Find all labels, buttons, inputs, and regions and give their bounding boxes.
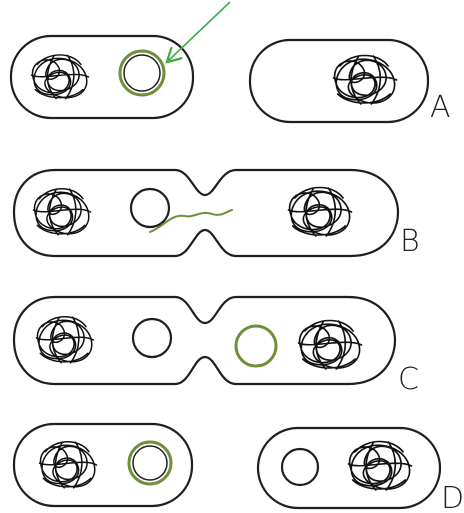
plasmid-inner-ring <box>132 445 168 481</box>
stage-c: C <box>12 295 419 397</box>
plasmid-highlighted <box>118 49 166 97</box>
donor-chromosome <box>30 54 90 100</box>
transferring-strand <box>149 209 233 233</box>
plasmid-inner-ring <box>123 54 161 92</box>
recipient-cell <box>248 38 430 124</box>
plasmid-transferred <box>234 324 278 368</box>
plasmid <box>280 447 320 487</box>
recipient-cell <box>256 426 442 510</box>
plasmid-highlighted <box>127 440 173 486</box>
recipient-chromosome <box>297 319 363 370</box>
stage-label-a: A <box>430 90 451 125</box>
conjugating-cells <box>12 168 400 258</box>
stage-b: B <box>12 168 420 259</box>
donor-chromosome <box>35 315 95 364</box>
donor-cell <box>9 34 195 120</box>
plasmid <box>131 317 173 359</box>
stage-a: A <box>9 1 451 125</box>
donor-cell <box>12 422 194 508</box>
donor-chromosome <box>32 187 92 236</box>
stage-label-b: B <box>400 224 420 259</box>
plasmid <box>129 187 171 229</box>
stage-label-d: D <box>441 481 464 513</box>
recipient-chromosome <box>287 186 353 237</box>
pointer-arrow <box>168 1 231 61</box>
stage-label-c: C <box>398 362 419 397</box>
donor-chromosome <box>38 440 98 489</box>
recipient-chromosome <box>332 54 398 105</box>
conjugating-cells <box>12 295 397 386</box>
stage-d: D <box>12 422 464 513</box>
recipient-chromosome <box>347 440 413 491</box>
